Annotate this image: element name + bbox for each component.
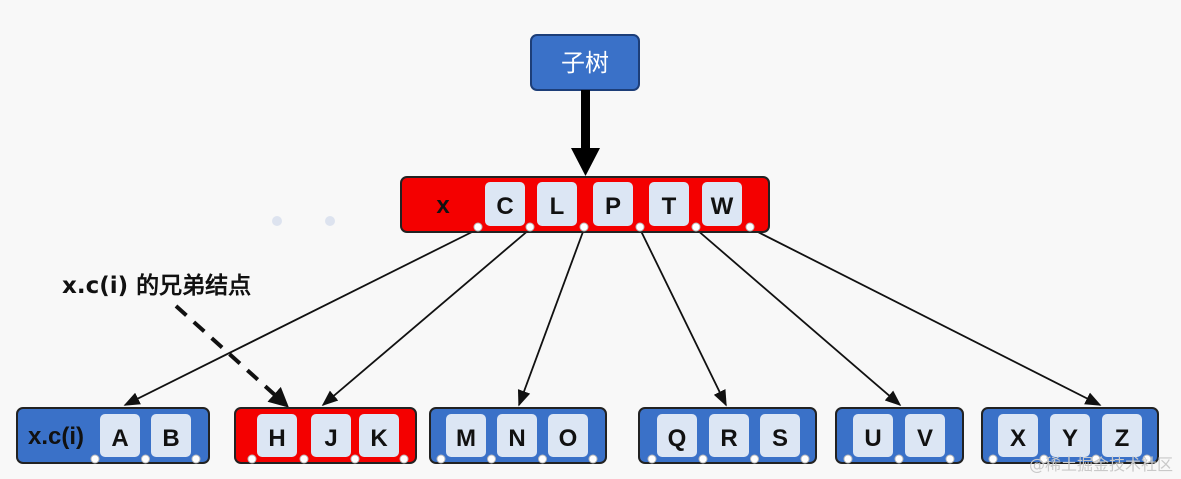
subtree-root-node: 子树 bbox=[530, 34, 640, 91]
key-label: K bbox=[370, 425, 388, 452]
pointer-dot bbox=[487, 454, 496, 464]
node-x-key: W bbox=[702, 182, 742, 226]
key-label: O bbox=[559, 425, 578, 452]
pointer-dot bbox=[1142, 454, 1152, 464]
pointer-dot bbox=[635, 222, 645, 232]
pointer-dot bbox=[525, 222, 535, 232]
pointer-dot bbox=[399, 454, 409, 464]
pointer-dot bbox=[141, 454, 150, 464]
pointer-dot bbox=[1039, 454, 1049, 464]
pointer-dot bbox=[988, 454, 998, 464]
key-label: M bbox=[456, 425, 476, 452]
pointer-dot bbox=[588, 454, 598, 464]
pointer-dot bbox=[191, 454, 201, 464]
child-node: Q R S bbox=[638, 407, 817, 464]
key-label: S bbox=[772, 425, 788, 452]
child-edge bbox=[321, 228, 531, 407]
child-edge bbox=[123, 228, 479, 406]
pointer-dot bbox=[350, 454, 360, 464]
pointer-dot bbox=[894, 454, 904, 464]
pointer-dot bbox=[691, 222, 701, 232]
key-label: V bbox=[917, 425, 933, 452]
pointer-dot bbox=[247, 454, 257, 464]
key-label: C bbox=[496, 193, 513, 220]
decorative-dot bbox=[272, 216, 282, 226]
pointer-dot bbox=[647, 454, 657, 464]
pointer-dot bbox=[299, 454, 309, 464]
child-edge bbox=[517, 228, 585, 407]
key-label: J bbox=[324, 425, 337, 452]
key-label: L bbox=[550, 193, 565, 220]
key-label: U bbox=[864, 425, 881, 452]
key-label: A bbox=[111, 425, 128, 452]
key-label: Z bbox=[1115, 425, 1130, 452]
key-label: P bbox=[605, 193, 621, 220]
node-x-key: L bbox=[537, 182, 577, 226]
key-label: B bbox=[162, 425, 179, 452]
decorative-dot bbox=[325, 216, 335, 226]
child-node: M N O bbox=[429, 407, 607, 464]
pointer-dot bbox=[800, 454, 810, 464]
subtree-root-label: 子树 bbox=[561, 49, 609, 77]
key-label: H bbox=[268, 425, 285, 452]
child-node-label: x.c(i) bbox=[28, 423, 84, 450]
tree-edges bbox=[123, 228, 1102, 407]
pointer-dot bbox=[750, 454, 759, 464]
pointer-dot bbox=[90, 454, 100, 464]
key-label: Y bbox=[1062, 425, 1078, 452]
key-label: X bbox=[1010, 425, 1026, 452]
child-edge bbox=[751, 228, 1102, 406]
node-x-key: P bbox=[593, 182, 633, 226]
node-x-label: x bbox=[436, 192, 450, 219]
child-edge bbox=[639, 228, 727, 407]
pointer-dot bbox=[945, 454, 955, 464]
key-label: Q bbox=[668, 425, 687, 452]
child-edge bbox=[695, 228, 902, 407]
thick-arrow bbox=[571, 90, 600, 176]
watermark: @稀土掘金技术社区 bbox=[1029, 455, 1173, 474]
child-node: x.c(i) A B bbox=[16, 407, 210, 464]
pointer-dot bbox=[843, 454, 853, 464]
pointer-dot bbox=[698, 454, 708, 464]
pointer-dot bbox=[538, 454, 547, 464]
pointer-dot bbox=[473, 222, 483, 232]
pointer-dot bbox=[436, 454, 446, 464]
node-x-key: T bbox=[649, 182, 689, 226]
sibling-annotation: x.c(i) 的兄弟结点 bbox=[62, 272, 251, 299]
sibling-dashed-arrow bbox=[174, 304, 289, 408]
child-node: X Y Z bbox=[981, 407, 1159, 464]
node-x-key: C bbox=[485, 182, 525, 226]
pointer-dot bbox=[745, 222, 755, 232]
key-label: R bbox=[720, 425, 737, 452]
key-label: N bbox=[508, 425, 525, 452]
pointer-dot bbox=[1091, 454, 1101, 464]
pointer-dot bbox=[579, 222, 589, 232]
key-label: W bbox=[711, 193, 734, 220]
key-label: T bbox=[662, 193, 677, 220]
